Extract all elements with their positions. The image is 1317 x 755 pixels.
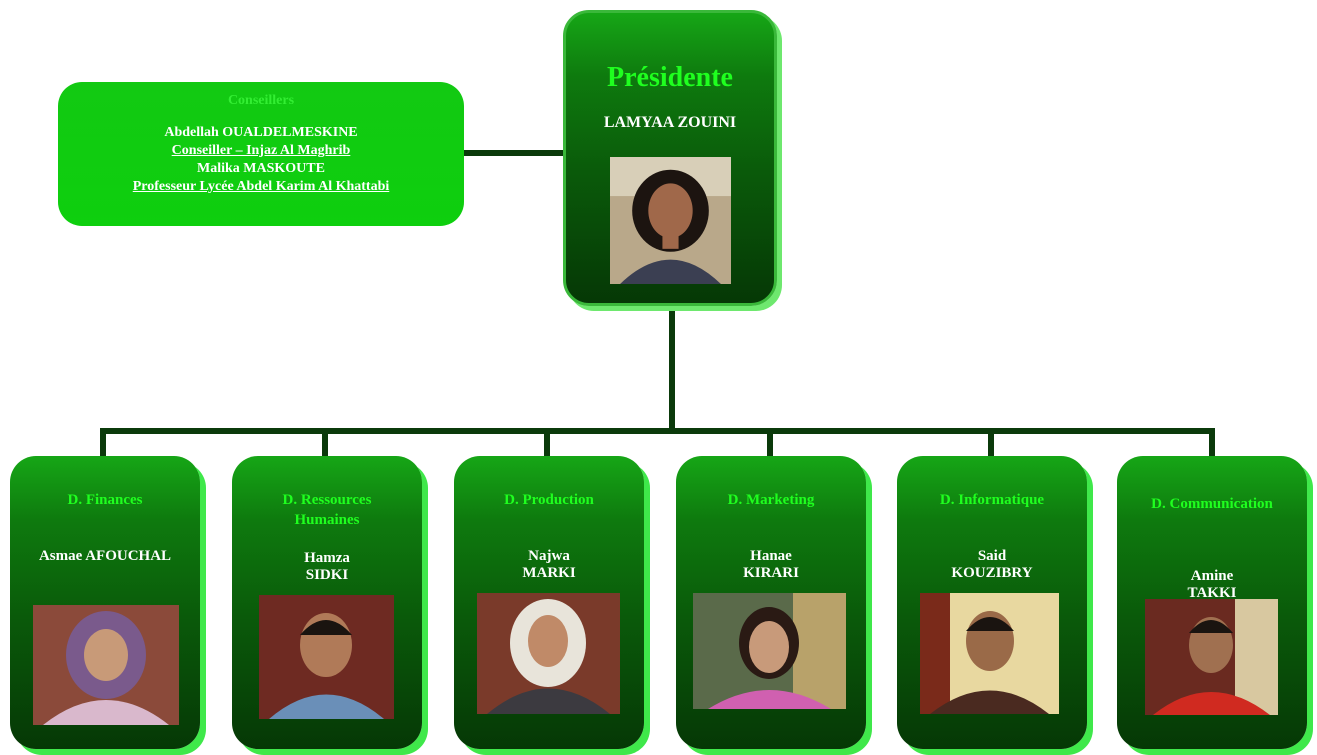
department-title: D. Production	[504, 492, 594, 508]
connector-drop	[322, 428, 328, 458]
department-title: D. Communication	[1151, 496, 1273, 512]
department-photo	[920, 593, 1059, 714]
department-member-name: Hanae	[750, 548, 792, 564]
department-member-name: Asmae AFOUCHAL	[38, 548, 172, 564]
department-photo	[33, 605, 179, 725]
president-photo	[610, 157, 731, 284]
department-photo	[693, 593, 846, 709]
portrait-photo-icon	[259, 595, 394, 719]
connector-advisors-president	[464, 150, 566, 156]
department-photo	[1145, 599, 1278, 715]
advisor-role: Conseiller – Injaz Al Maghrib	[171, 143, 351, 158]
connector-drop	[544, 428, 550, 458]
department-member-name: KIRARI	[743, 565, 799, 581]
president-name: LAMYAA ZOUINI	[603, 114, 737, 131]
portrait-photo-icon	[920, 593, 1059, 714]
department-member-name: Najwa	[528, 548, 570, 564]
department-member-name: Said	[977, 548, 1007, 564]
department-member-name: TAKKI	[1187, 585, 1237, 601]
portrait-photo-icon	[33, 605, 179, 725]
connector-horizontal-bus	[100, 428, 1215, 434]
advisor-name: Abdellah OUALDELMESKINE	[164, 125, 358, 140]
connector-drop	[988, 428, 994, 458]
advisors-title: Conseillers	[227, 93, 295, 108]
department-member-name: Hamza	[304, 550, 350, 566]
department-photo	[477, 593, 620, 714]
department-member-name: Amine	[1190, 568, 1234, 584]
connector-drop	[1209, 428, 1215, 458]
portrait-photo-icon	[693, 593, 846, 709]
connector-drop	[100, 428, 106, 458]
department-member-name: MARKI	[522, 565, 576, 581]
connector-president-trunk	[669, 308, 675, 432]
department-title: D. Marketing	[727, 492, 815, 508]
connector-drop	[767, 428, 773, 458]
advisor-name: Malika MASKOUTE	[197, 161, 325, 176]
portrait-photo-icon	[1145, 599, 1278, 715]
president-title: Présidente	[607, 62, 733, 93]
portrait-photo-icon	[610, 157, 731, 284]
department-title: D. Informatique	[939, 492, 1045, 508]
department-member-name: SIDKI	[305, 567, 349, 583]
advisor-role: Professeur Lycée Abdel Karim Al Khattabi	[132, 179, 390, 194]
portrait-photo-icon	[477, 593, 620, 714]
department-member-name: KOUZIBRY	[951, 565, 1033, 581]
department-title: D. Finances	[67, 492, 143, 508]
department-title: D. Ressources Humaines	[282, 492, 372, 528]
advisors-box: Conseillers Abdellah OUALDELMESKINE Cons…	[58, 82, 464, 226]
department-photo	[259, 595, 394, 719]
